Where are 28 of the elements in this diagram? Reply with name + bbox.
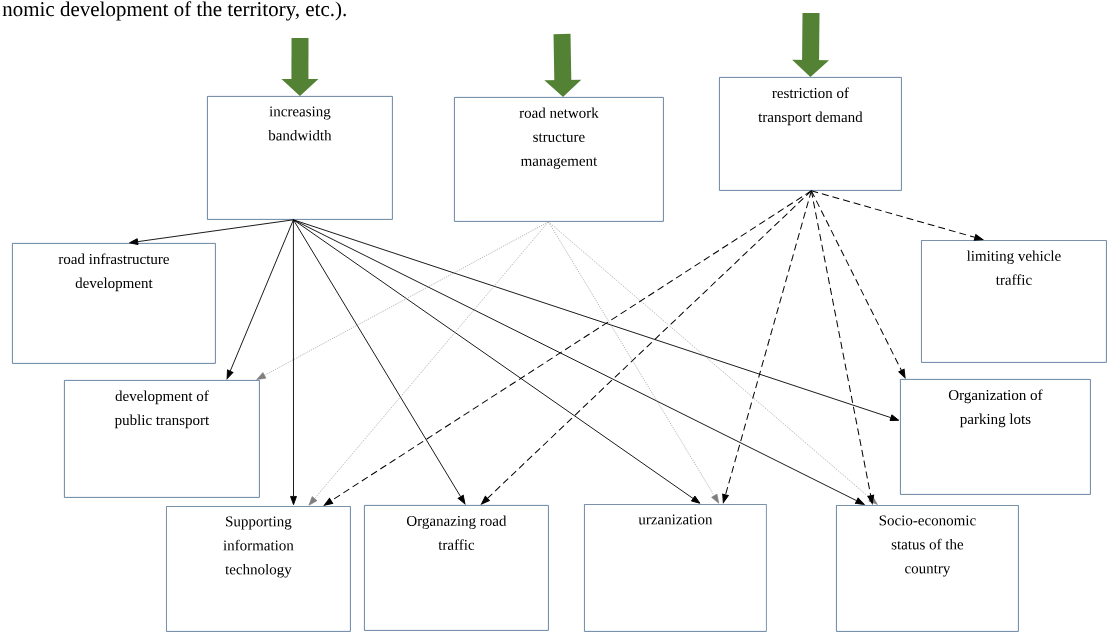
text-box: development of public transport <box>64 380 260 498</box>
arrow <box>722 190 812 504</box>
arrow <box>292 219 900 421</box>
text-box: Socio-economic status of the country <box>836 505 1019 632</box>
arrow <box>256 221 549 380</box>
arrow <box>308 221 549 506</box>
arrow <box>226 219 294 380</box>
text-box: Supporting information technology <box>166 506 351 632</box>
arrow <box>292 219 466 505</box>
arrow <box>292 219 865 505</box>
text-box: road infrastructure development <box>12 243 216 364</box>
body-text: nomic development of the territory, etc.). <box>2 1 346 21</box>
arrow <box>481 190 812 505</box>
arrow <box>290 219 297 506</box>
text-box: restriction of transport demand <box>719 77 902 191</box>
text-box: urzanization <box>584 504 767 632</box>
arrow <box>129 219 294 246</box>
arrow <box>548 221 878 505</box>
arrow <box>323 190 812 506</box>
arrow <box>810 190 875 504</box>
text-box: increasing bandwidth <box>207 96 393 220</box>
text-box: road network structure management <box>454 97 664 222</box>
arrow <box>810 190 984 241</box>
arrow <box>548 221 720 504</box>
text-box: Organization of parking lots <box>900 379 1091 495</box>
text-box: limiting vehicle traffic <box>921 240 1107 363</box>
arrow <box>810 190 906 379</box>
text-box: Organazing road traffic <box>364 505 549 631</box>
